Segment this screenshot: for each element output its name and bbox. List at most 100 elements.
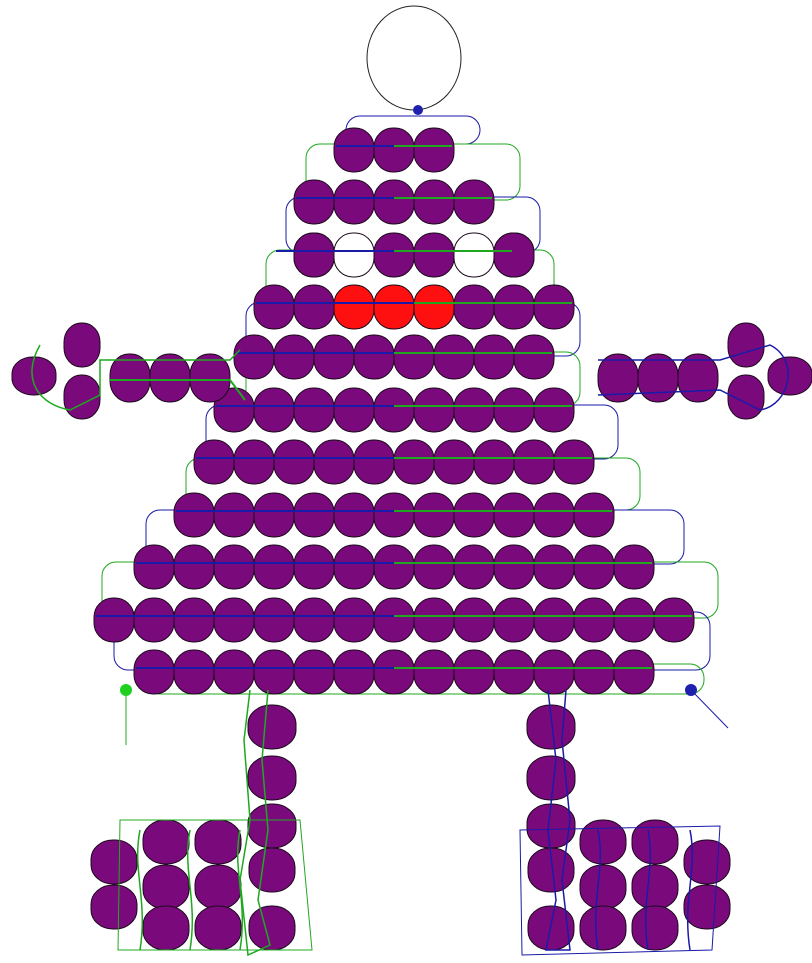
bead	[632, 865, 678, 909]
bead	[94, 598, 134, 642]
bead	[768, 357, 812, 395]
bead	[174, 650, 214, 694]
bead	[143, 865, 189, 909]
bead	[374, 598, 414, 642]
bead	[454, 598, 494, 642]
bead	[294, 598, 334, 642]
bead	[374, 493, 414, 537]
bead	[334, 128, 374, 172]
bead	[254, 493, 294, 537]
bead	[134, 650, 174, 694]
bead	[195, 865, 241, 909]
bead	[249, 906, 295, 950]
bead	[134, 545, 174, 589]
bead	[214, 493, 254, 537]
eye-bead	[334, 233, 374, 277]
bead	[254, 650, 294, 694]
bead	[174, 545, 214, 589]
bead	[678, 354, 718, 402]
bead	[454, 650, 494, 694]
bead	[474, 440, 514, 484]
bead	[150, 354, 190, 402]
bead	[494, 493, 534, 537]
bead	[434, 335, 474, 379]
bead	[494, 650, 534, 694]
bead	[234, 440, 274, 484]
bead	[534, 545, 574, 589]
bead	[274, 335, 314, 379]
bead	[294, 545, 334, 589]
bead	[534, 388, 574, 432]
bead	[494, 598, 534, 642]
bead	[534, 650, 574, 694]
bead	[334, 388, 374, 432]
bead	[190, 354, 230, 402]
bead	[174, 493, 214, 537]
bead	[91, 885, 137, 929]
bead	[454, 285, 494, 329]
bead	[414, 180, 454, 224]
bead	[334, 650, 374, 694]
bead	[684, 885, 730, 929]
bead	[294, 233, 334, 277]
bead	[632, 906, 678, 950]
bead	[294, 285, 334, 329]
bead	[514, 440, 554, 484]
bead	[374, 180, 414, 224]
loop-knot-icon	[413, 105, 423, 115]
bead	[414, 493, 454, 537]
bead	[454, 545, 494, 589]
bead	[614, 598, 654, 642]
bead	[248, 705, 296, 749]
bead	[574, 545, 614, 589]
bead	[394, 440, 434, 484]
bead	[454, 180, 494, 224]
loop-icon	[367, 6, 461, 110]
bead	[134, 598, 174, 642]
bead	[574, 493, 614, 537]
bead	[654, 598, 694, 642]
bead	[394, 335, 434, 379]
bead	[254, 388, 294, 432]
bead	[334, 598, 374, 642]
bead	[614, 545, 654, 589]
bead	[234, 335, 274, 379]
bead	[638, 354, 678, 402]
bead	[143, 820, 189, 864]
bead	[414, 650, 454, 694]
bead	[374, 388, 414, 432]
bead	[354, 440, 394, 484]
bead	[334, 545, 374, 589]
bead	[214, 650, 254, 694]
bead	[254, 545, 294, 589]
bead	[494, 545, 534, 589]
bead	[249, 848, 295, 892]
thread-end-icon	[120, 684, 132, 696]
bead	[614, 650, 654, 694]
bead	[728, 323, 764, 367]
bead	[374, 128, 414, 172]
bead	[494, 285, 534, 329]
bead	[414, 598, 454, 642]
bead	[554, 440, 594, 484]
bead	[494, 233, 534, 277]
bead	[354, 335, 394, 379]
bead	[64, 323, 100, 367]
bead	[12, 357, 56, 395]
bead	[580, 820, 626, 864]
thread-end-icon	[685, 684, 697, 696]
bead	[110, 354, 150, 402]
mouth-bead	[374, 285, 414, 329]
eye-bead	[454, 233, 494, 277]
bead	[214, 598, 254, 642]
bead	[91, 840, 137, 884]
bead	[414, 545, 454, 589]
bead	[248, 804, 296, 848]
bead	[534, 285, 574, 329]
bead	[534, 598, 574, 642]
bead	[274, 440, 314, 484]
bead	[574, 650, 614, 694]
thread-tail	[691, 690, 728, 728]
bead	[254, 285, 294, 329]
